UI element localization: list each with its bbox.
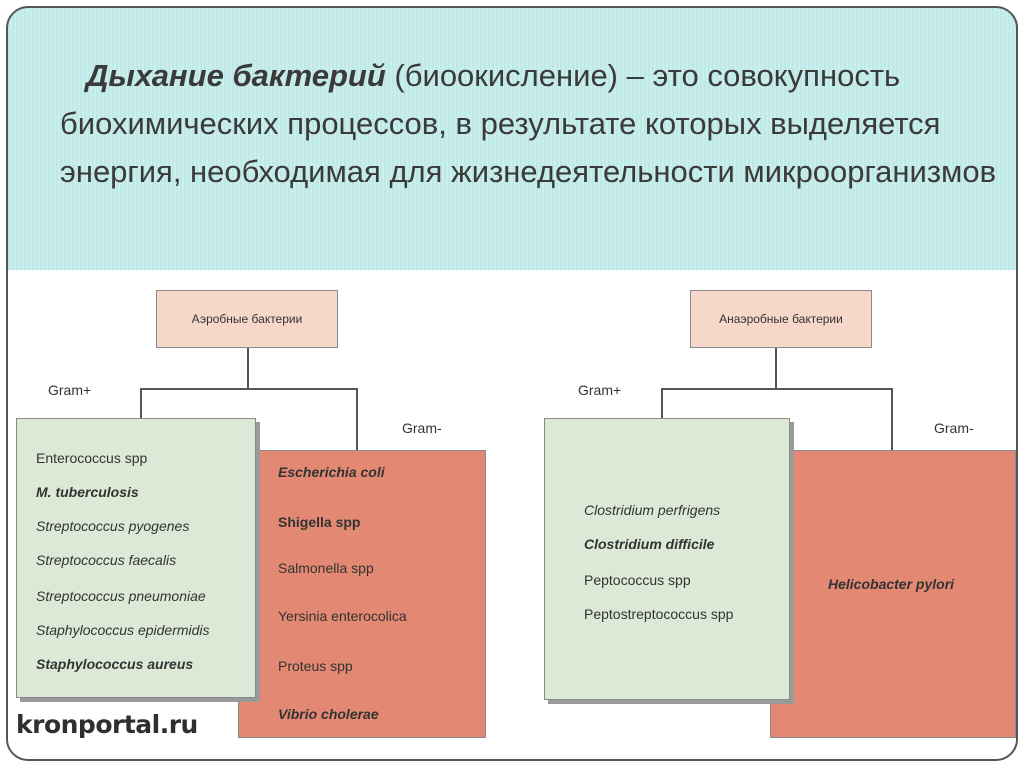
aerobic-gram-pos-item: Streptococcus faecalis	[36, 552, 177, 568]
anaerobic-gram-pos-label: Gram+	[578, 382, 622, 398]
watermark-logo: kronportal.ru	[16, 710, 198, 739]
aerobic-gram-pos-item: Enterococcus spp	[36, 450, 148, 466]
aerobic-gram-pos-item: Staphylococcus epidermidis	[36, 622, 210, 638]
aerobic-gram-neg-item: Salmonella spp	[278, 560, 374, 576]
heading-definition: (биоокисление) – это совокупность биохим…	[60, 58, 997, 189]
aerobic-gram-pos-box	[16, 418, 256, 698]
aerobic-gram-neg-line	[356, 388, 358, 450]
anaerobic-gram-neg-item: Helicobacter pylori	[828, 576, 955, 592]
anaerobic-gram-neg-line	[891, 388, 893, 450]
slide-frame: Дыхание бактерий (биоокисление) – это со…	[6, 6, 1018, 761]
anaerobic-title: Анаэробные бактерии	[719, 312, 843, 326]
aerobic-gram-pos-line	[140, 388, 142, 418]
anaerobic-gram-neg-box	[770, 450, 1016, 738]
anaerobic-gram-pos-item: Peptostreptococcus spp	[584, 606, 734, 622]
anaerobic-gram-pos-line	[661, 388, 663, 418]
aerobic-gram-neg-item: Shigella spp	[278, 514, 361, 530]
slide-heading: Дыхание бактерий (биоокисление) – это со…	[60, 52, 1000, 196]
aerobic-gram-neg-label: Gram-	[402, 420, 442, 436]
aerobic-gram-pos-item: Streptococcus pyogenes	[36, 518, 190, 534]
anaerobic-branch-line	[661, 388, 893, 390]
heading-term: Дыхание бактерий	[86, 58, 386, 93]
aerobic-gram-pos-label: Gram+	[48, 382, 92, 398]
aerobic-gram-neg-box	[238, 450, 486, 738]
aerobic-gram-pos-item: Streptococcus pneumoniae	[36, 588, 206, 604]
aerobic-gram-neg-item: Vibrio cholerae	[278, 706, 379, 722]
aerobic-title-box: Аэробные бактерии	[156, 290, 338, 348]
aerobic-gram-pos-item: Staphylococcus aureus	[36, 656, 194, 672]
aerobic-gram-neg-item: Proteus spp	[278, 658, 353, 674]
aerobic-gram-neg-item: Escherichia coli	[278, 464, 385, 480]
aerobic-stem-line	[247, 348, 249, 388]
anaerobic-gram-neg-label: Gram-	[934, 420, 974, 436]
anaerobic-gram-pos-item: Peptococcus spp	[584, 572, 691, 588]
aerobic-gram-neg-item: Yersinia enterocolica	[278, 608, 407, 624]
aerobic-branch-line	[140, 388, 358, 390]
anaerobic-stem-line	[775, 348, 777, 388]
aerobic-gram-pos-item: M. tuberculosis	[36, 484, 139, 500]
anaerobic-gram-pos-item: Clostridium difficile	[584, 536, 715, 552]
anaerobic-gram-pos-item: Clostridium perfrigens	[584, 502, 721, 518]
bacteria-diagram: Аэробные бактерии Gram+ Gram- Enterococc…	[8, 270, 1016, 759]
anaerobic-title-box: Анаэробные бактерии	[690, 290, 872, 348]
aerobic-title: Аэробные бактерии	[191, 312, 303, 326]
anaerobic-gram-pos-box	[544, 418, 790, 700]
